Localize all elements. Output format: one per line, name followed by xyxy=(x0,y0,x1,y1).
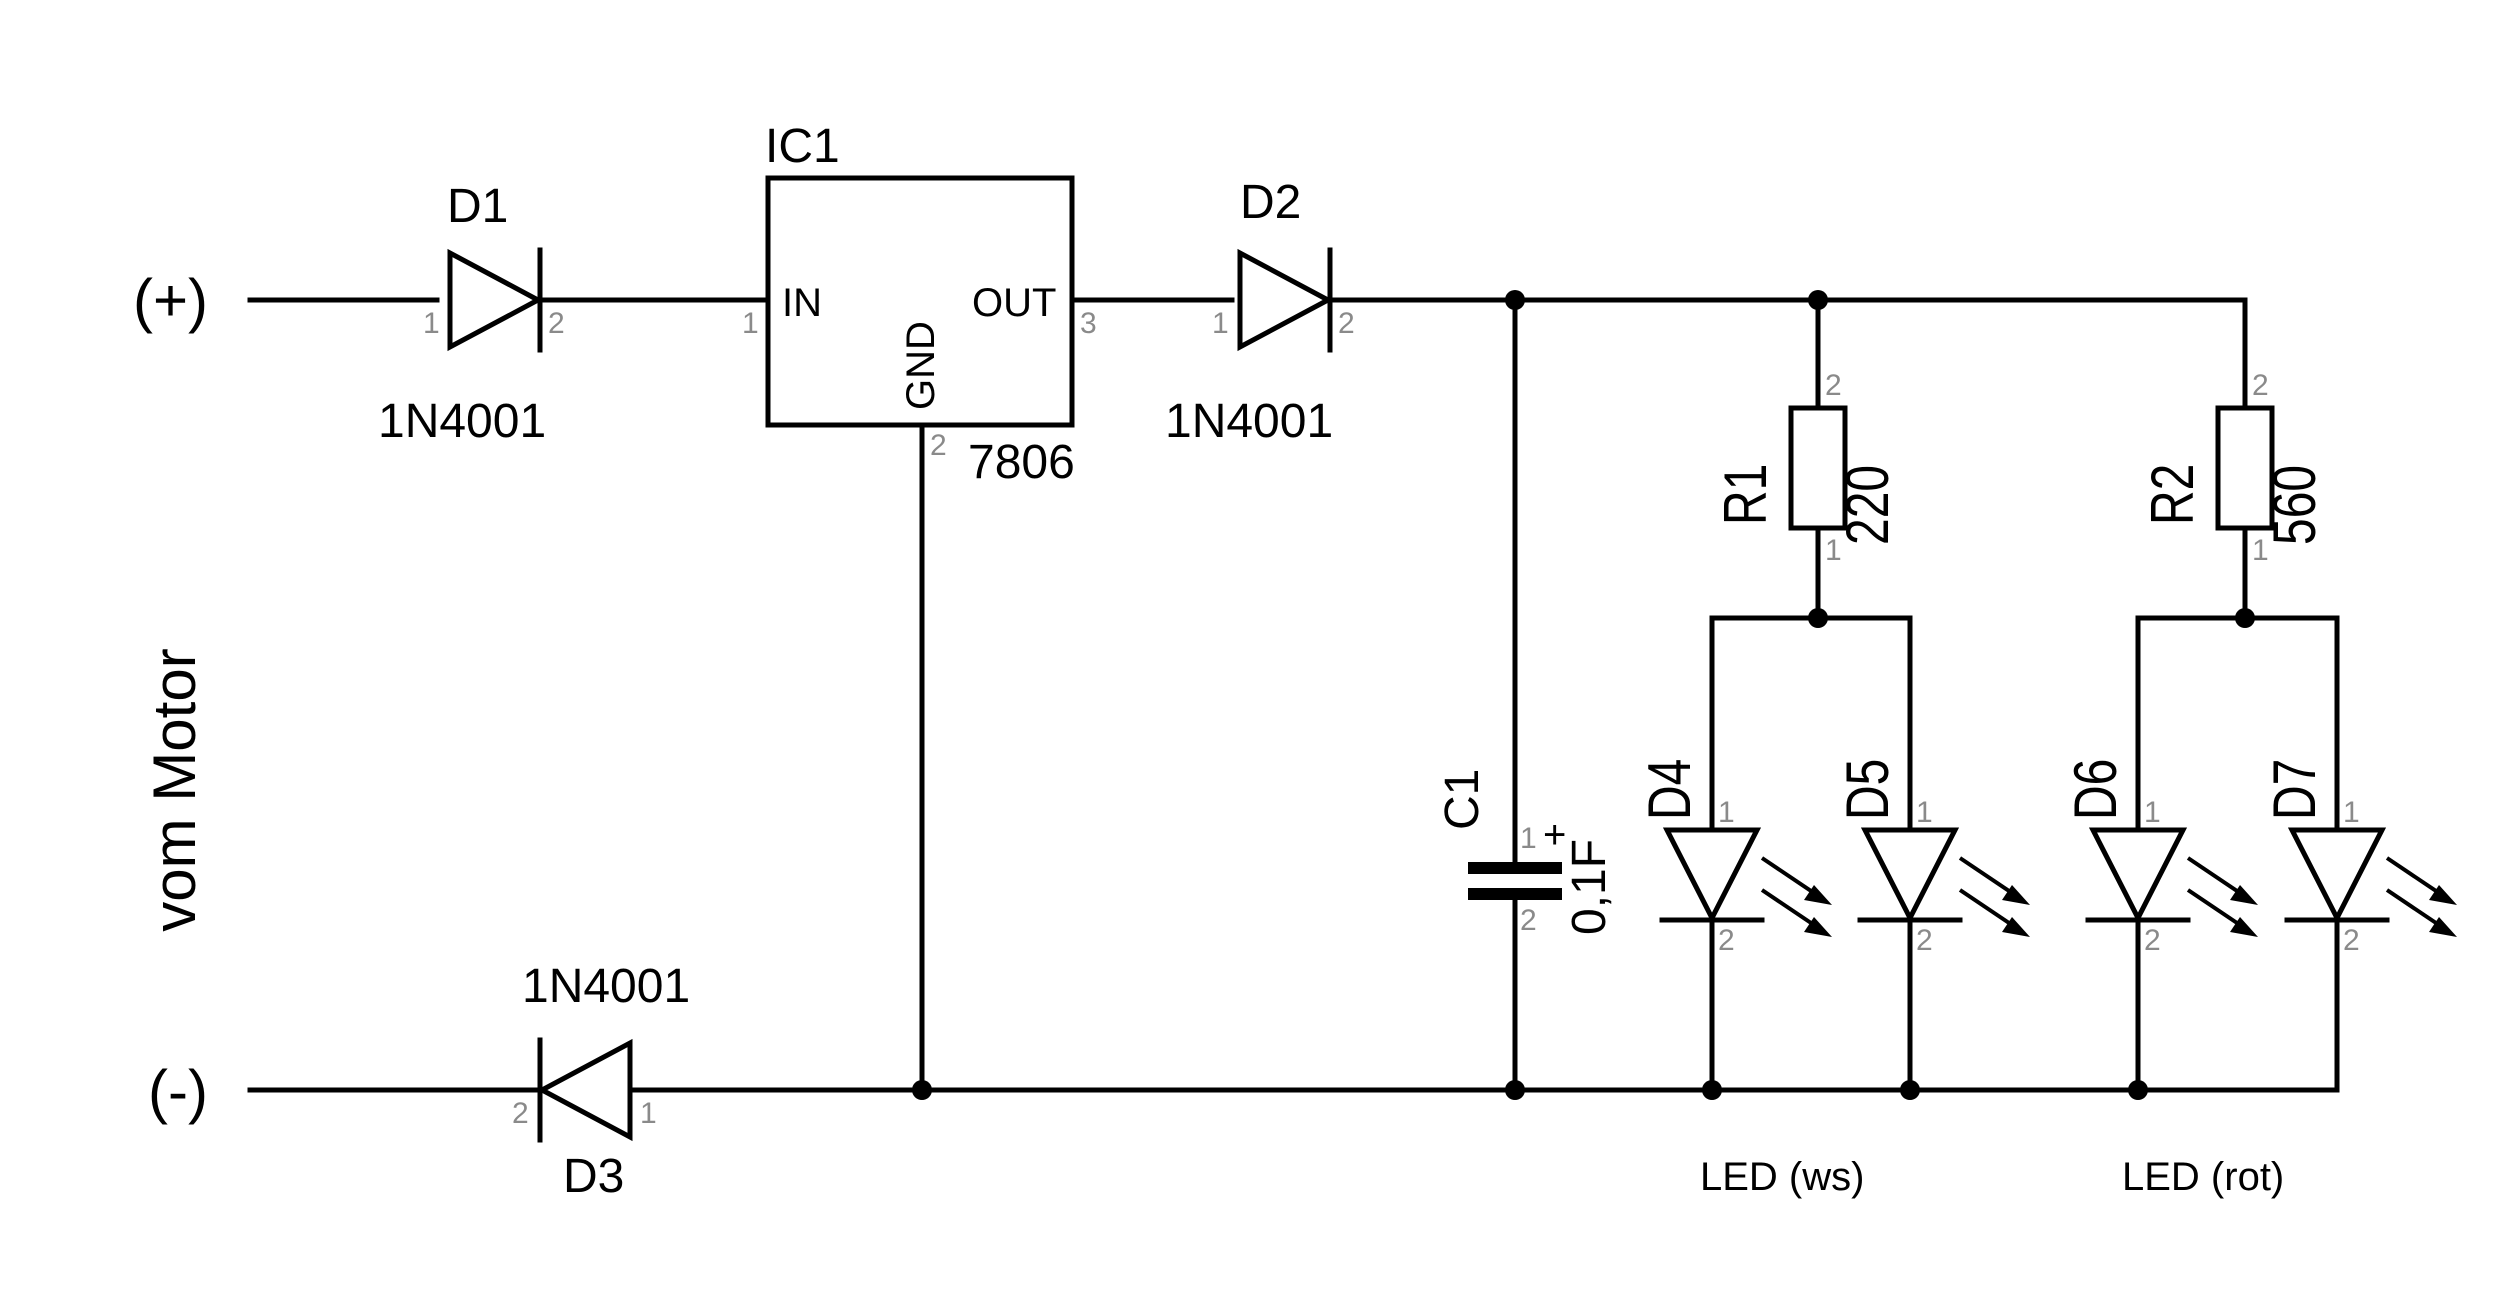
led-d4-pin-cathode: 2 xyxy=(1718,924,1735,957)
diode-d1-pin-anode: 1 xyxy=(423,307,440,340)
led-d5-light-arrows xyxy=(1958,856,2030,937)
regulator-ic1-pin-out: 3 xyxy=(1080,307,1097,340)
diode-d3-value: 1N4001 xyxy=(522,960,690,1013)
junction-dot xyxy=(1808,608,1828,628)
led-group-red-label: LED (rot) xyxy=(2122,1155,2284,1199)
junction-dot xyxy=(912,1080,932,1100)
regulator-ic1-out-label: OUT xyxy=(972,281,1056,325)
junction-dot xyxy=(2128,1080,2148,1100)
regulator-ic1-pin-in: 1 xyxy=(742,307,759,340)
capacitor-c1: C1 0,1F + 1 2 xyxy=(1436,769,1616,937)
diode-d1: D1 1N4001 1 2 xyxy=(378,180,565,448)
led-d6-light-arrows xyxy=(2186,856,2258,937)
diode-d1-value: 1N4001 xyxy=(378,395,546,448)
resistor-r2: R2 560 2 1 xyxy=(2139,369,2328,567)
terminal-minus-label: (-) xyxy=(148,1058,208,1125)
capacitor-c1-pin-2: 2 xyxy=(1520,904,1537,937)
regulator-ic1-value: 7806 xyxy=(968,436,1075,489)
led-d4-symbol xyxy=(1662,827,1762,924)
diode-d1-pin-cathode: 2 xyxy=(548,307,565,340)
diode-d3-symbol xyxy=(536,1038,633,1142)
led-d7-pin-anode: 1 xyxy=(2343,796,2360,829)
led-d7-symbol xyxy=(2287,827,2387,924)
diode-d2: D2 1N4001 1 2 xyxy=(1165,176,1355,448)
diode-d2-symbol xyxy=(1237,248,1334,352)
resistor-r1-value: 220 xyxy=(1834,465,1901,545)
led-d5-symbol xyxy=(1860,827,1960,924)
led-d5-ref: D5 xyxy=(1834,759,1901,820)
resistor-r2-pin-bottom: 1 xyxy=(2252,534,2269,567)
led-d7: D7 1 2 xyxy=(2261,759,2457,957)
resistor-r1-body xyxy=(1788,405,1848,531)
regulator-ic1-ref: IC1 xyxy=(765,120,840,173)
junctions xyxy=(912,290,2255,1100)
regulator-ic1-gnd-label: GND xyxy=(899,321,943,410)
source-label: vom Motor xyxy=(141,648,208,931)
regulator-ic1: IC1 7806 IN OUT GND 1 3 2 xyxy=(742,120,1097,489)
led-d7-pin-cathode: 2 xyxy=(2343,924,2360,957)
junction-dot xyxy=(1808,290,1828,310)
diode-d3-pin-cathode: 1 xyxy=(640,1097,657,1130)
capacitor-c1-plate-bottom xyxy=(1468,888,1562,900)
led-group-white-label: LED (ws) xyxy=(1700,1155,1864,1199)
regulator-ic1-pin-gnd: 2 xyxy=(930,429,947,462)
led-d6-symbol xyxy=(2088,827,2188,924)
diode-d2-ref: D2 xyxy=(1240,176,1301,229)
led-d5-pin-anode: 1 xyxy=(1916,796,1933,829)
capacitor-c1-plate-top xyxy=(1468,862,1562,874)
resistor-r2-body xyxy=(2215,405,2275,531)
diode-d1-ref: D1 xyxy=(447,180,508,233)
junction-dot xyxy=(1505,1080,1525,1100)
led-d6: D6 1 2 xyxy=(2062,759,2258,957)
regulator-ic1-in-label: IN xyxy=(782,281,822,325)
terminal-plus-label: (+) xyxy=(133,267,208,334)
led-d6-ref: D6 xyxy=(2062,759,2129,820)
capacitor-c1-pin-1: 1 xyxy=(1520,822,1537,855)
regulator-ic1-body xyxy=(765,175,1075,428)
diode-d2-pin-anode: 1 xyxy=(1212,307,1229,340)
resistor-r2-ref: R2 xyxy=(2139,464,2206,525)
led-d4-light-arrows xyxy=(1760,856,1832,937)
capacitor-c1-polarity: + xyxy=(1543,813,1566,857)
capacitor-c1-value: 0,1F xyxy=(1563,839,1616,935)
junction-dot xyxy=(1505,290,1525,310)
diode-d2-pin-cathode: 2 xyxy=(1338,307,1355,340)
junction-dot xyxy=(1900,1080,1920,1100)
diode-d1-symbol xyxy=(447,248,544,352)
diode-d3: 1N4001 D3 2 1 xyxy=(512,960,690,1203)
diode-d3-pin-anode: 2 xyxy=(512,1097,529,1130)
led-d6-pin-cathode: 2 xyxy=(2144,924,2161,957)
resistor-r1-pin-top: 2 xyxy=(1825,369,1842,402)
junction-dot xyxy=(2235,608,2255,628)
led-d4-pin-anode: 1 xyxy=(1718,796,1735,829)
led-d7-ref: D7 xyxy=(2261,759,2328,820)
resistor-r1-pin-bottom: 1 xyxy=(1825,534,1842,567)
led-d4: D4 1 2 xyxy=(1636,759,1832,957)
led-d5: D5 1 2 xyxy=(1834,759,2030,957)
resistor-r2-value: 560 xyxy=(2261,465,2328,545)
led-d4-ref: D4 xyxy=(1636,759,1703,820)
capacitor-c1-ref: C1 xyxy=(1436,769,1489,830)
led-d5-pin-cathode: 2 xyxy=(1916,924,1933,957)
resistor-r1: R1 220 2 1 xyxy=(1712,369,1901,567)
diode-d2-value: 1N4001 xyxy=(1165,395,1333,448)
diode-d3-ref: D3 xyxy=(563,1150,624,1203)
resistor-r1-ref: R1 xyxy=(1712,464,1779,525)
junction-dot xyxy=(1702,1080,1722,1100)
led-d7-light-arrows xyxy=(2385,856,2457,937)
resistor-r2-pin-top: 2 xyxy=(2252,369,2269,402)
led-d6-pin-anode: 1 xyxy=(2144,796,2161,829)
